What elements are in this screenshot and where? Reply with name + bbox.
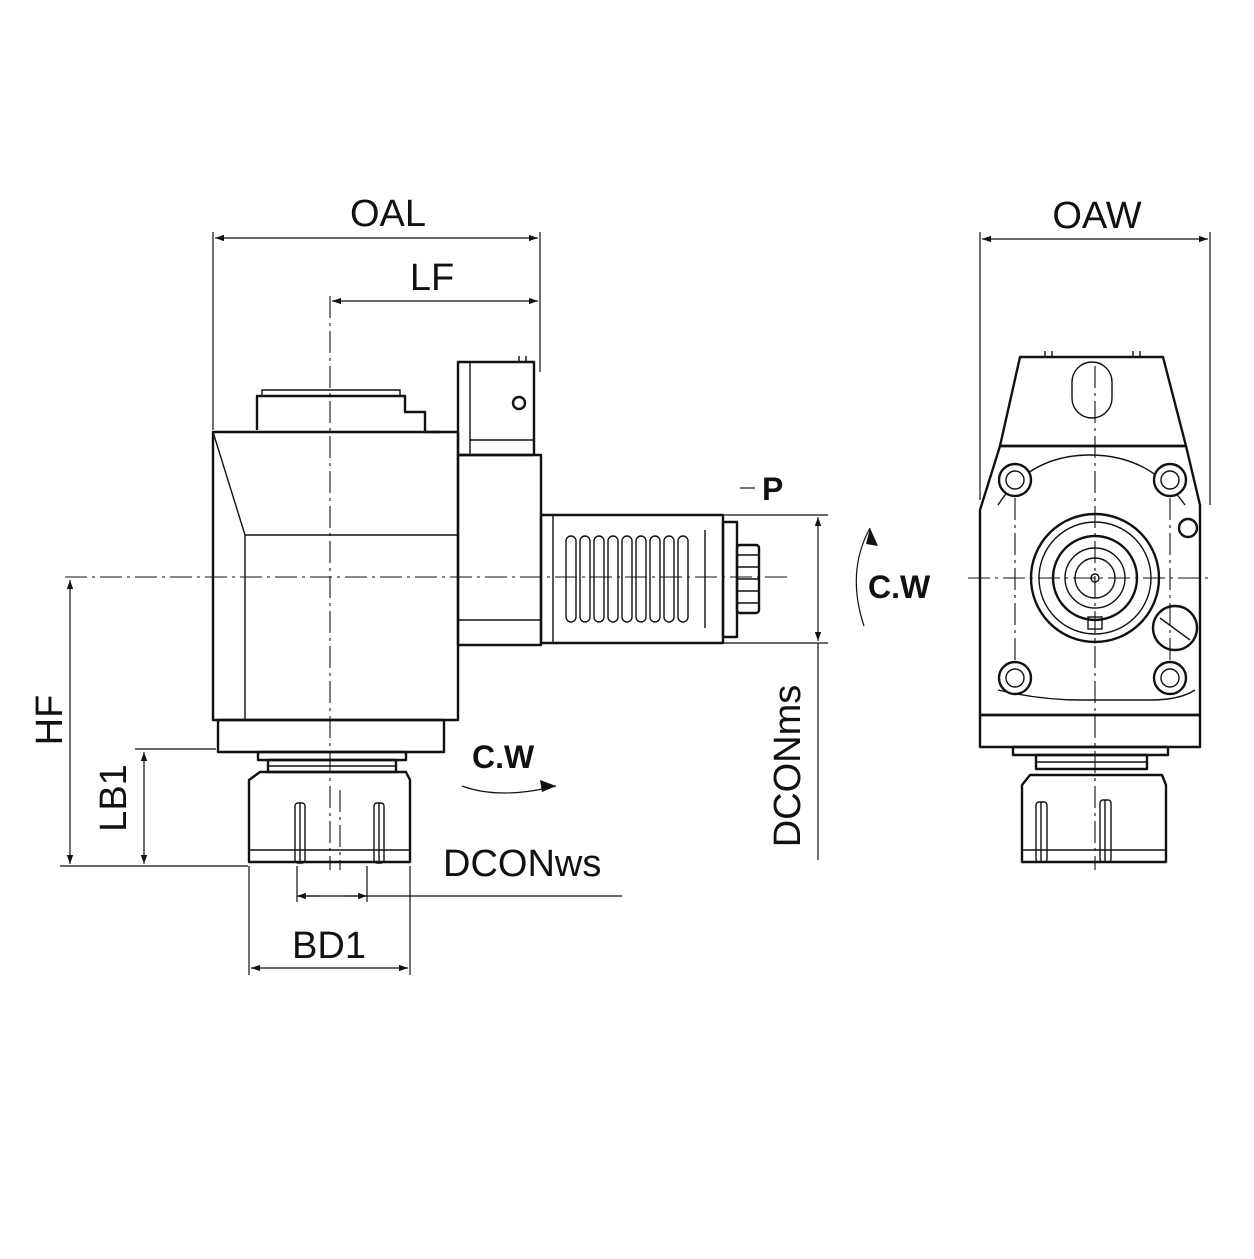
top-bracket [456,360,536,457]
front-view [968,351,1212,870]
front-bracket [998,355,1188,448]
label-cw-side: C.W [868,569,931,605]
side-rotation-arrow [855,527,871,627]
top-collar [255,394,440,434]
labels: OAL LF OAW HF LB1 BD1 DCONws DCONms P C.… [29,193,1142,967]
coolant-plug [1151,604,1199,652]
rotation-arrows [461,527,878,794]
dimensions [60,232,1211,975]
collet-nut [247,770,412,864]
label-dconms: DCONms [767,685,809,848]
bottom-flange [216,718,446,754]
shank-serration [565,535,689,623]
label-dconws: DCONws [443,843,601,885]
label-hf: HF [29,695,71,746]
label-oal: OAL [350,193,426,235]
right-block [456,453,543,647]
label-lb1: LB1 [93,764,135,832]
front-collet-nut [1020,773,1168,864]
label-cw-bottom: C.W [472,739,535,775]
label-bd1: BD1 [292,925,366,967]
main-housing [211,430,460,722]
label-oaw: OAW [1052,195,1141,237]
bracket-pin-hole [511,395,527,411]
label-lf: LF [410,257,454,299]
side-view [65,296,790,870]
label-p: P [762,471,783,507]
